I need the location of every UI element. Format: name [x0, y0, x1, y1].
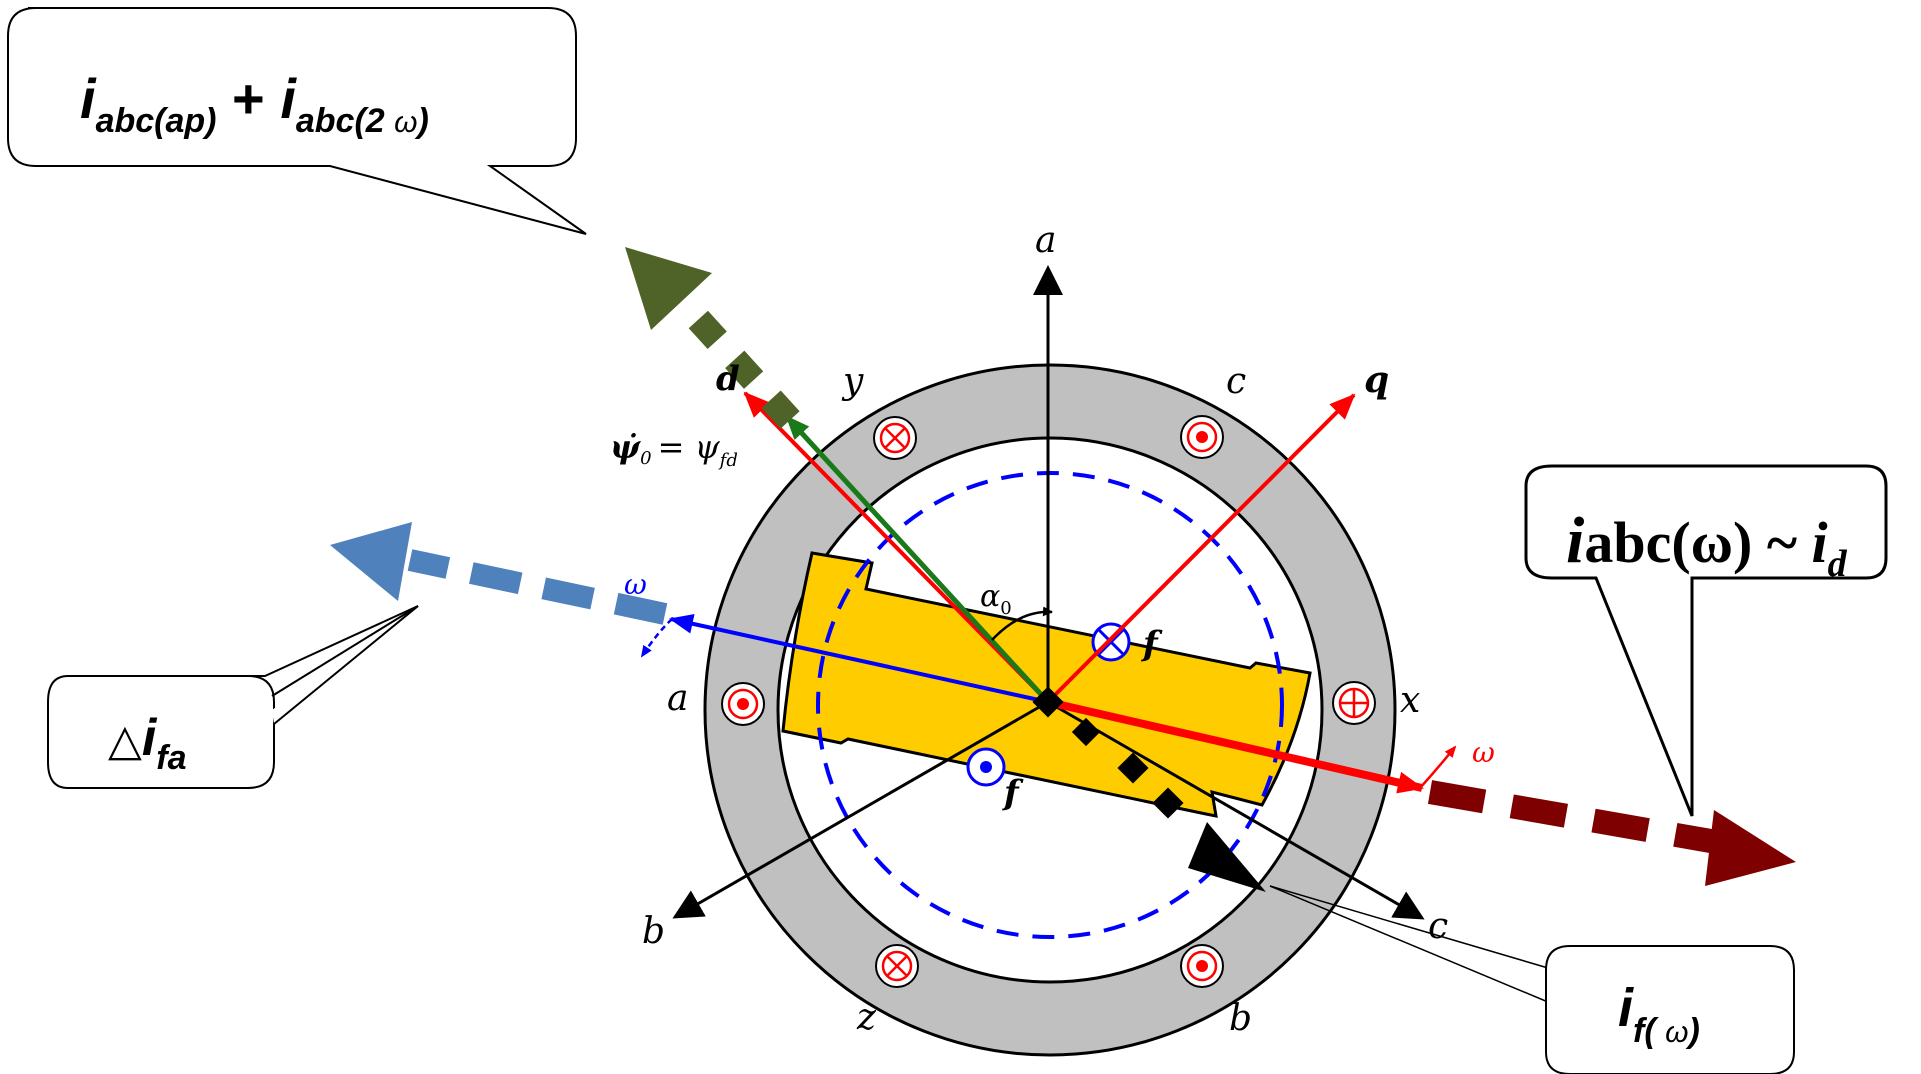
omega-blue-label: ω: [624, 568, 647, 601]
q-axis-arrow: [1046, 393, 1356, 704]
red-rotation-arrow: [1419, 745, 1457, 789]
airgap-circle: [816, 471, 1284, 939]
conductor-a-dot: [721, 682, 765, 726]
callout-top-left-text: iabc(ap) + iabc(2 ω): [80, 67, 429, 140]
label-x-right: x: [1400, 680, 1420, 721]
label-z: z: [856, 997, 877, 1038]
psi-label: ψ̇0= ψfd: [610, 428, 738, 471]
omega-red-label: ω: [1472, 736, 1495, 769]
callout-right-text: iabc(ω) ~ id: [1566, 504, 1848, 585]
darkred-dashed-arrow: [1427, 780, 1796, 886]
red-vector-arrow: [1047, 698, 1424, 794]
b-axis-arrow: [672, 700, 1049, 919]
label-b-left: b: [642, 911, 665, 952]
field-conductor-cross: [1091, 622, 1131, 662]
f-bottom-label: f: [1002, 773, 1024, 813]
c-axis-arrow: [1047, 700, 1425, 920]
field-conductor-dot: [966, 747, 1006, 787]
conductor-c-dot: [1180, 415, 1224, 459]
conductor-y-cross: [873, 416, 917, 460]
conductor-z-cross: [875, 944, 919, 988]
blue-vector-arrow: [669, 613, 1049, 704]
conductor-b-dot: [1180, 944, 1224, 988]
label-a-left: a: [667, 678, 688, 719]
callout-left: △ifa: [47, 605, 419, 789]
f-top-label: f: [1141, 624, 1163, 664]
steelblue-dashed-arrow: [330, 522, 668, 625]
psi-arrow: [785, 415, 1050, 704]
label-a-top: a: [1035, 220, 1056, 261]
label-c-right: c: [1428, 906, 1448, 947]
callout-right: iabc(ω) ~ id: [1524, 464, 1888, 817]
label-c-top: c: [1226, 361, 1246, 402]
label-d: d: [716, 359, 740, 399]
callout-left-text: △ifa: [108, 709, 187, 777]
label-q: q: [1364, 359, 1389, 401]
label-b-bottom: b: [1229, 998, 1252, 1039]
olive-dashed-arrow: [625, 247, 800, 429]
alpha-label: α0: [980, 579, 1012, 619]
blue-rotation-arrow: [640, 618, 673, 658]
callout-top-left: iabc(ap) + iabc(2 ω): [7, 7, 587, 235]
label-y-top: y: [841, 361, 864, 402]
conductor-x-plus: [1332, 681, 1376, 725]
callout-bottom-right-text: if( ω): [1618, 978, 1700, 1050]
alpha-arc: [991, 606, 1053, 641]
callout-bottom-right: if( ω): [1269, 885, 1795, 1074]
